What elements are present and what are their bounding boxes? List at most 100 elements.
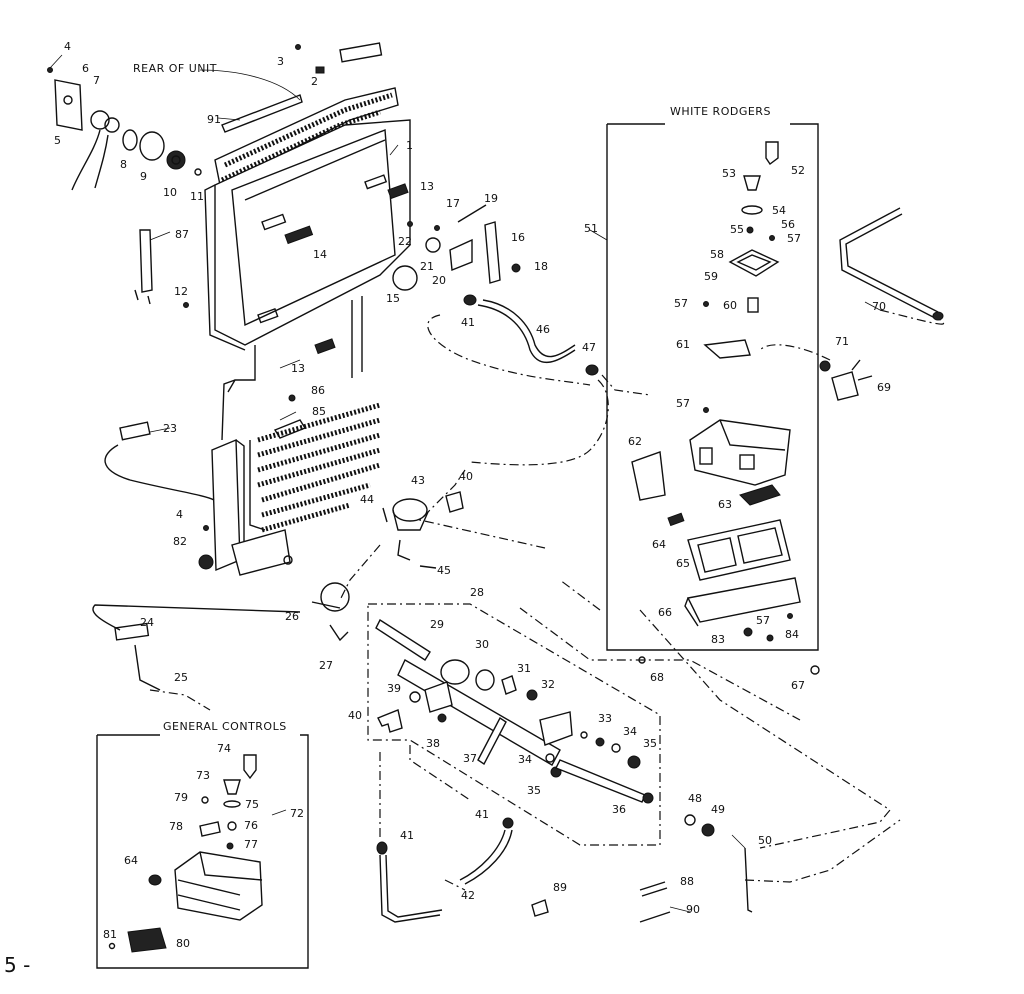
part-label: 37 [463,752,477,765]
part-label: 34 [518,753,532,766]
part-label: 56 [781,218,795,231]
part-label: 11 [190,190,204,203]
part-label: 80 [176,937,190,950]
part-label: 78 [169,820,183,833]
part-label: 12 [174,285,188,298]
part-label: 39 [387,682,401,695]
part-label: 81 [103,928,117,941]
rear-of-unit-heading: REAR OF UNIT [133,62,217,75]
part-label: 40 [459,470,473,483]
general-controls-heading: GENERAL CONTROLS [163,720,287,733]
part-label: 3 [277,55,284,68]
part-label: 26 [285,610,299,623]
part-label: 35 [527,784,541,797]
part-label: 20 [432,274,446,287]
part-label: 32 [541,678,555,691]
part-label: 22 [398,235,412,248]
front-fittings [183,204,521,308]
part-label: 74 [217,742,231,755]
part-label: 23 [163,422,177,435]
part-label: 15 [386,292,400,305]
general-controls-box [96,734,309,969]
part-label: 2 [311,75,318,88]
part-label: 13 [291,362,305,375]
part-label: 86 [311,384,325,397]
part-label: 43 [411,474,425,487]
part-label: 61 [676,338,690,351]
part-label: 17 [446,197,460,210]
headings: REAR OF UNIT WHITE RODGERS GENERAL CONTR… [4,62,771,977]
part-label: 79 [174,791,188,804]
part-label: 68 [650,671,664,684]
part-label: 9 [140,170,147,183]
part-label: 82 [173,535,187,548]
part-label: 34 [623,725,637,738]
part-label: 41 [461,316,475,329]
part-label: 24 [140,616,154,629]
part-label: 42 [461,889,475,902]
rear-fittings [47,42,383,305]
part-label: 69 [877,381,891,394]
part-label: 13 [420,180,434,193]
valve-assembly-box [367,603,661,846]
part-label: 91 [207,113,221,126]
part-label: 50 [758,834,772,847]
part-label: 58 [710,248,724,261]
white-rodgers-heading: WHITE RODGERS [670,105,771,118]
part-label: 48 [688,792,702,805]
part-label: 57 [676,397,690,410]
part-label: 47 [582,341,596,354]
part-label: 19 [484,192,498,205]
part-label: 72 [290,807,304,820]
part-label: 64 [652,538,666,551]
part-label: 45 [437,564,451,577]
part-label: 57 [787,232,801,245]
part-label: 8 [120,158,127,171]
part-label: 73 [196,769,210,782]
part-label: 41 [475,808,489,821]
part-label: 90 [686,903,700,916]
part-label: 71 [835,335,849,348]
misc-parts [531,656,820,923]
part-label: 75 [245,798,259,811]
part-label: 57 [756,614,770,627]
part-label: 6 [82,62,89,75]
part-label: 28 [470,586,484,599]
page-marker: 5 - [4,953,30,977]
part-label: 60 [723,299,737,312]
part-label: 85 [312,405,326,418]
part-label: 67 [791,679,805,692]
label-plate-13 [387,183,409,200]
part-label: 46 [536,323,550,336]
part-label: 70 [872,300,886,313]
part-label: 76 [244,819,258,832]
part-label: 18 [534,260,548,273]
part-label: 44 [360,493,374,506]
lower-pipes [376,709,753,923]
part-label: 52 [791,164,805,177]
part-label: 16 [511,231,525,244]
heat-exchanger-coil [104,379,381,576]
part-label: 49 [711,803,725,816]
routing-lines [149,309,944,891]
part-label: 41 [400,829,414,842]
part-label: 25 [174,671,188,684]
part-label: 31 [517,662,531,675]
part-label: 5 [54,134,61,147]
part-label: 89 [553,881,567,894]
part-number-labels: 4 6 7 5 8 9 10 11 3 2 91 1 13 14 87 12 1… [54,40,891,950]
part-label: 83 [711,633,725,646]
part-label: 77 [244,838,258,851]
part-label: 35 [643,737,657,750]
part-label: 30 [475,638,489,651]
part-label: 21 [420,260,434,273]
part-label: 33 [598,712,612,725]
part-label: 53 [722,167,736,180]
part-label: 4 [176,508,183,521]
white-rodgers-box [606,123,819,651]
part-label: 87 [175,228,189,241]
part-label: 62 [628,435,642,448]
part-label: 4 [64,40,71,53]
part-label: 7 [93,74,100,87]
part-label: 14 [313,248,327,261]
